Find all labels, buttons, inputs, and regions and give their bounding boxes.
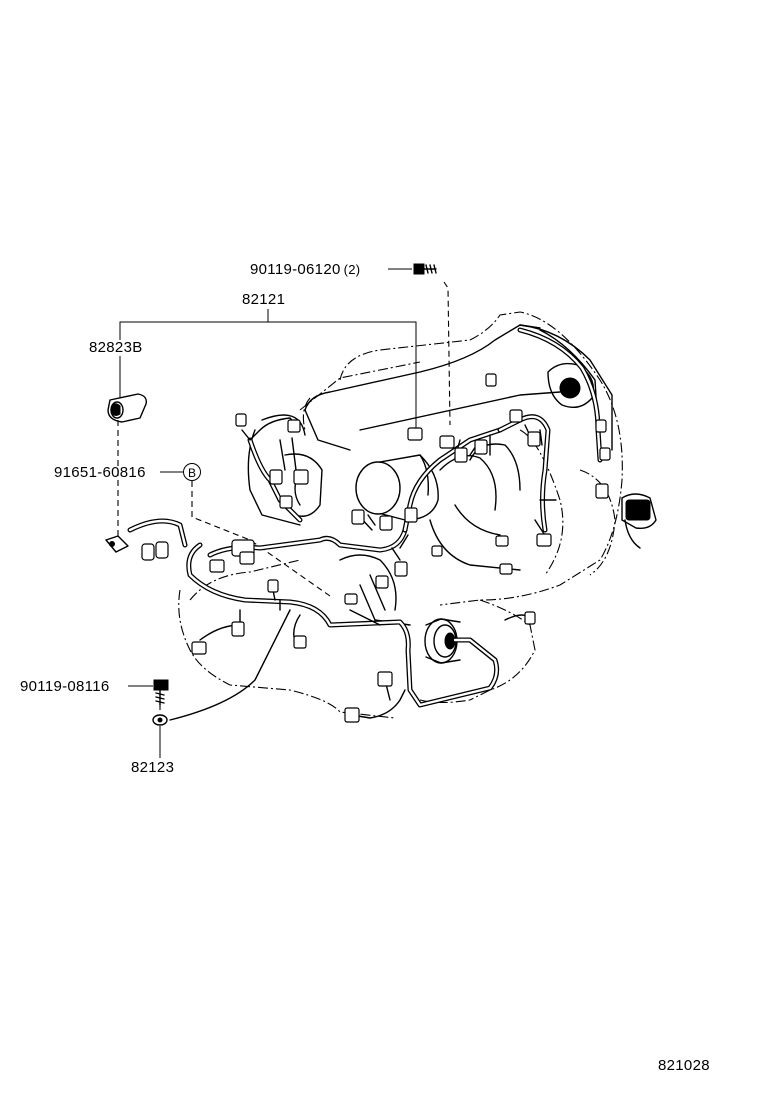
bolt-icon-top — [413, 263, 437, 275]
quantity-bolt-top: (2) — [343, 262, 361, 277]
main-harness — [127, 327, 603, 708]
clip-icon — [105, 535, 129, 553]
part-label-clamp: 82823B — [89, 339, 143, 356]
part-label-bolt-left: 90119-08116 — [20, 678, 110, 695]
bolt-icon-left — [153, 679, 169, 706]
part-label-grommet: 91651-60816 — [54, 464, 146, 481]
leader-lines — [117, 268, 451, 758]
reference-marker-b: B — [183, 463, 201, 481]
part-label-ground-wire: 82123 — [131, 759, 175, 776]
part-number-bolt-top: 90119-06120 — [250, 261, 341, 278]
diagram-id: 821028 — [658, 1057, 710, 1074]
connectors — [141, 373, 611, 723]
part-label-harness: 82121 — [242, 291, 286, 308]
engine-outline — [178, 311, 623, 719]
part-label-bolt-top: 90119-06120(2) — [250, 262, 360, 277]
ground-terminal-icon — [152, 714, 168, 726]
clamp-icon — [107, 393, 148, 423]
engine-details — [247, 324, 657, 664]
